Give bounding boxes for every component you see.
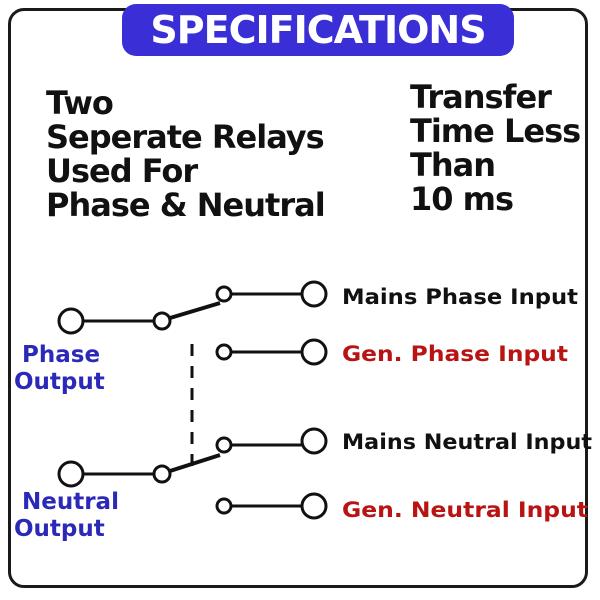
- neutral-output-terminal: [57, 460, 85, 488]
- transfer-spec-line: Transfer: [410, 78, 552, 116]
- gen-neutral-terminal: [300, 492, 328, 520]
- phase-output-label: Output: [14, 369, 105, 395]
- card-frame: [8, 8, 588, 588]
- relay-spec-line: Phase & Neutral: [46, 186, 326, 224]
- transfer-spec-line: Time Less: [410, 112, 581, 150]
- transfer-time-spec: Transfer Time Less Than 10 ms: [410, 78, 581, 218]
- mains-phase-label: Mains Phase Input: [342, 285, 578, 309]
- transfer-spec-line: Than: [410, 146, 496, 184]
- relay-spec-line: Two: [46, 84, 114, 122]
- mains-neutral-terminal: [300, 427, 328, 455]
- phase-output-label: Phase: [22, 342, 100, 368]
- relay-spec: Two Seperate Relays Used For Phase & Neu…: [46, 84, 326, 224]
- mains-neutral-label: Mains Neutral Input: [342, 430, 592, 454]
- relay-spec-line: Used For: [46, 152, 198, 190]
- transfer-spec-line: 10 ms: [410, 180, 514, 218]
- header-banner: SPECIFICATIONS: [122, 4, 514, 56]
- gen-neutral-label: Gen. Neutral Input: [342, 498, 588, 522]
- phase-output-terminal: [57, 307, 85, 335]
- neutral-gen-contact: [215, 497, 233, 515]
- phase-switch-arm: [169, 301, 221, 320]
- gen-phase-terminal: [300, 338, 328, 366]
- relay-spec-line: Seperate Relays: [46, 118, 325, 156]
- neutral-switch-arm: [169, 453, 221, 473]
- phase-pivot-terminal: [152, 311, 172, 331]
- neutral-output-label: Neutral: [22, 489, 119, 515]
- mains-phase-terminal: [300, 280, 328, 308]
- phase-gen-contact: [215, 343, 233, 361]
- neutral-output-label: Output: [14, 516, 105, 542]
- gen-phase-label: Gen. Phase Input: [342, 342, 568, 366]
- neutral-pivot-terminal: [152, 464, 172, 484]
- header-title: SPECIFICATIONS: [150, 8, 486, 52]
- neutral-mains-contact: [215, 436, 233, 454]
- phase-mains-contact: [215, 285, 233, 303]
